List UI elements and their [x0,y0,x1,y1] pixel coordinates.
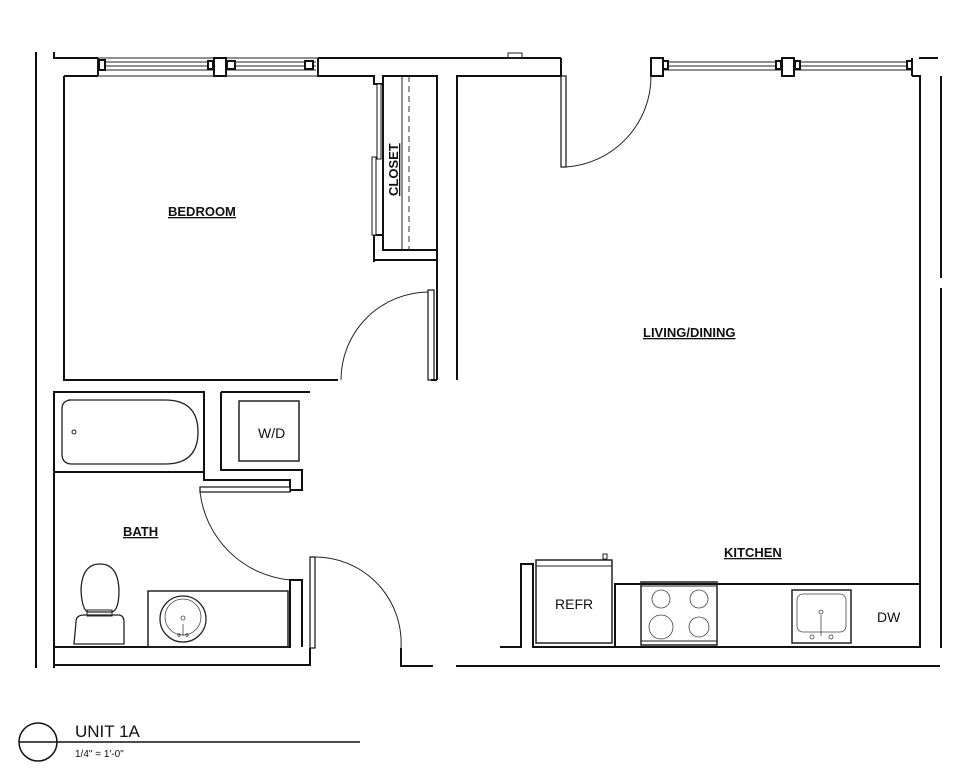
washer-dryer: W/D [238,400,300,462]
bath-label: BATH [123,524,158,539]
unit-entry-door [309,556,940,667]
kitchen-sink [791,589,852,644]
closet [371,75,438,261]
bedroom-window [97,57,319,77]
bedroom-door [340,260,438,381]
range-stove [640,581,718,646]
title-block: UNIT 1A 1/4" = 1'-0" [18,722,360,762]
dw-label: DW [877,609,901,625]
front-door [560,75,652,168]
living-dining-label: LIVING/DINING [643,325,735,340]
bedroom-label: BEDROOM [168,204,236,219]
scale-note: 1/4" = 1'-0" [75,749,124,760]
exterior-walls [35,52,942,668]
bathtub [61,399,199,465]
living-window [650,57,913,77]
toilet [73,563,125,645]
closet-label: CLOSET [386,143,401,196]
bath-vanity [147,590,289,648]
wd-label: W/D [258,425,285,441]
unit-title: UNIT 1A [75,722,141,741]
kitchen-label: KITCHEN [724,545,782,560]
bath-walls [53,391,311,668]
refrigerator: REFR [535,553,613,644]
refr-label: REFR [555,596,593,612]
